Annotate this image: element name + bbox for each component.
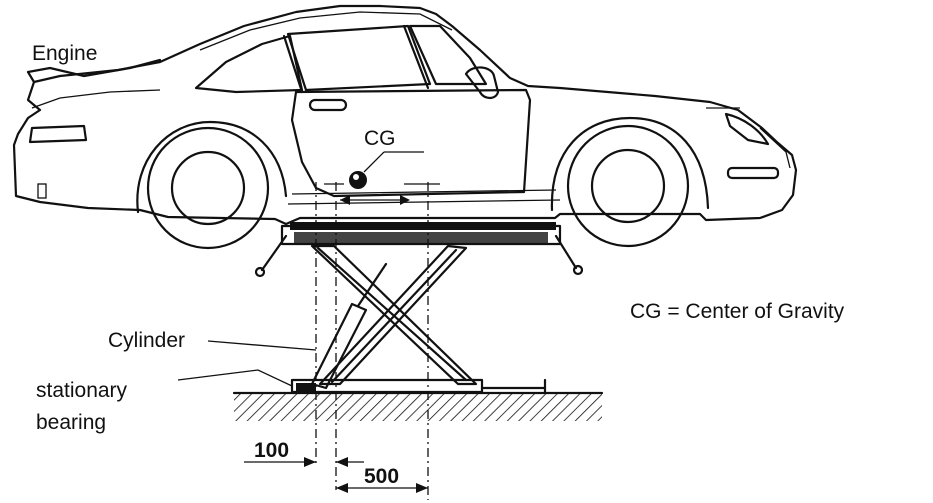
dimension-500: 500 [364, 465, 400, 488]
dimension-100: 100 [254, 439, 290, 462]
lift-platform [254, 222, 584, 278]
stationary-bearing-label-line1: stationary [36, 379, 128, 402]
cg-marker [340, 151, 424, 205]
stationary-bearing-label-line2: bearing [36, 411, 107, 434]
leader-lines [177, 340, 317, 387]
cg-legend: CG = Center of Gravity [630, 300, 845, 323]
cg-label: CG [364, 127, 396, 150]
scissor-mechanism [290, 244, 547, 394]
ground [232, 391, 604, 421]
cylinder-label: Cylinder [108, 329, 186, 352]
rear-wheel [136, 120, 288, 250]
car-body [12, 4, 798, 226]
front-wheel [550, 116, 710, 248]
engine-label: Engine [32, 42, 98, 65]
dimension-lines [244, 182, 440, 500]
